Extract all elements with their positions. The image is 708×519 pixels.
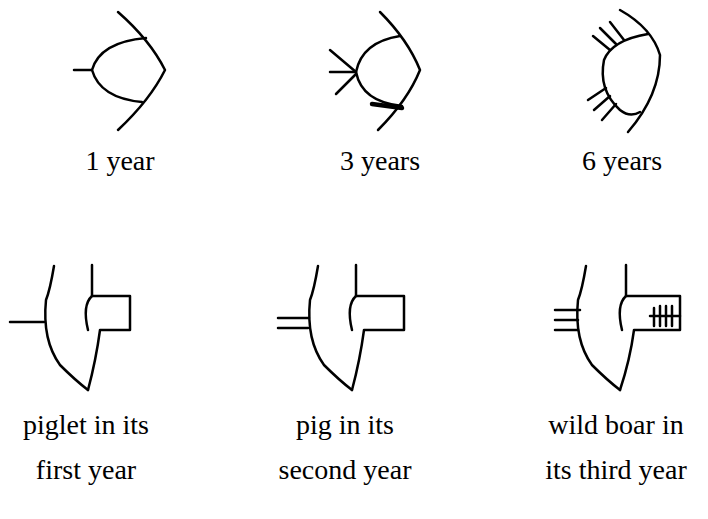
year-sign-six — [588, 10, 660, 132]
caption-label: piglet in its first year — [6, 402, 166, 492]
caption-label: 1 year — [85, 138, 154, 183]
pig-sign-first-year — [10, 265, 130, 390]
year-sign-one — [74, 12, 165, 130]
pig-sign-third-year — [555, 265, 680, 390]
caption-label: 6 years — [582, 138, 662, 183]
year-sign-three — [330, 12, 420, 130]
caption-label: wild boar in its third year — [536, 402, 696, 492]
caption-label: 3 years — [340, 138, 420, 183]
pig-sign-second-year — [278, 265, 404, 390]
caption-label: pig in its second year — [265, 402, 425, 492]
